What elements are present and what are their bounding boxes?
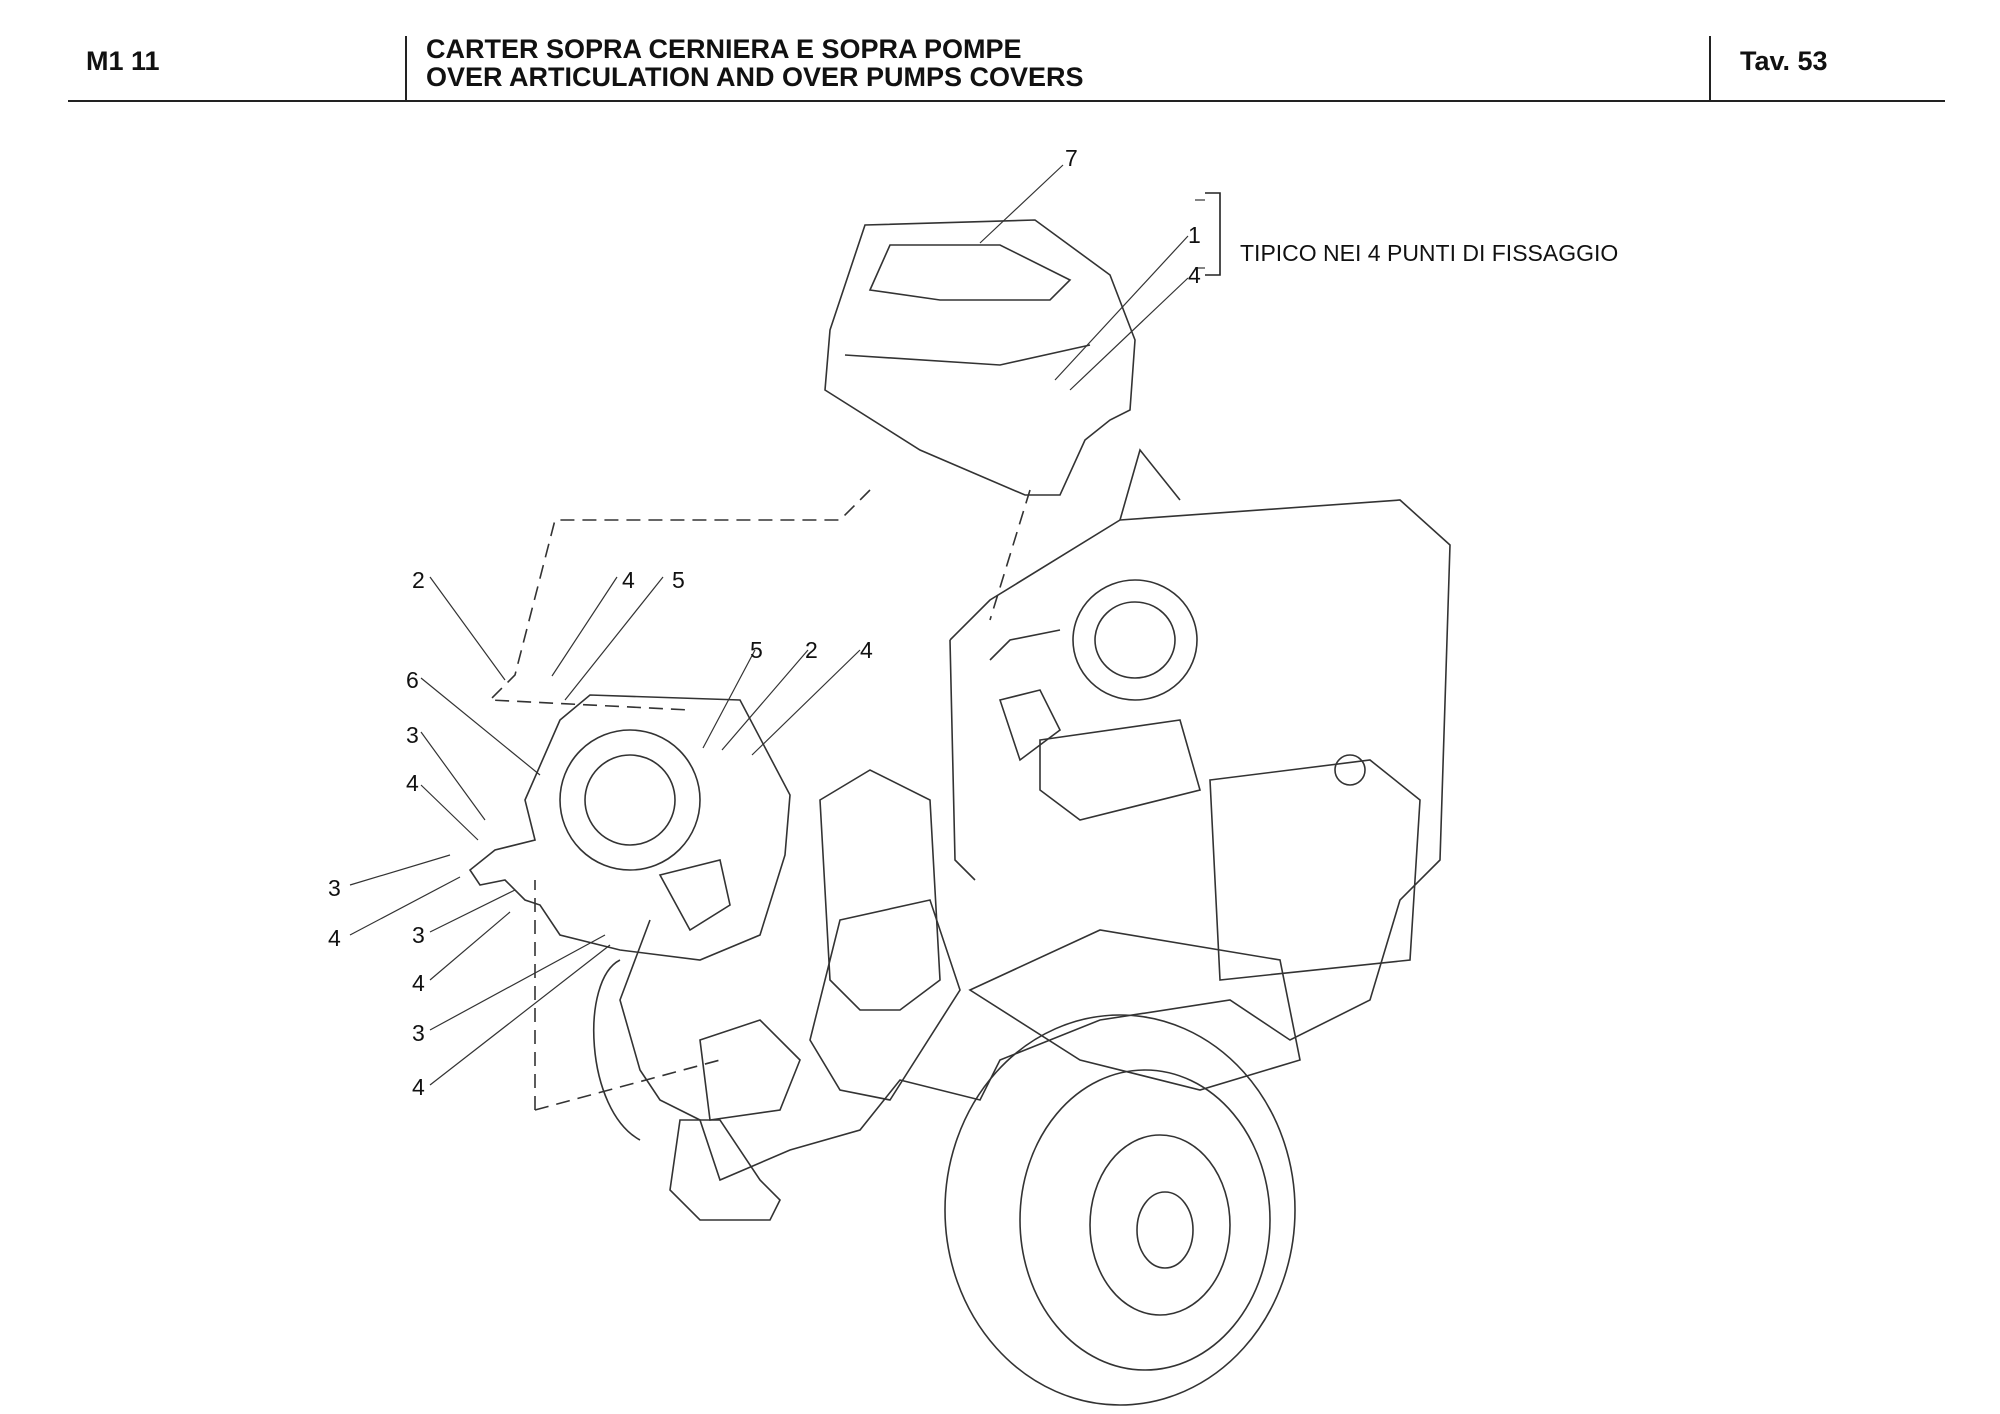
callout-4: 4 [406,770,419,796]
callout-6: 6 [406,667,419,693]
title-english: OVER ARTICULATION AND OVER PUMPS COVERS [426,62,1084,92]
callout-5: 5 [750,637,763,663]
callout-4: 4 [412,1074,425,1100]
callout-4: 4 [860,637,873,663]
callout-1: 1 [1188,222,1201,248]
front-cover-fan-ring [559,729,701,871]
callout-2: 2 [412,567,425,593]
callout-3: 3 [406,722,419,748]
rear-wheel [944,1014,1296,1406]
upper-cover-window [868,244,1072,301]
machine-body [619,499,1451,1182]
air-filter [1072,579,1198,701]
front-cover-part [468,694,791,961]
callout-2: 2 [805,637,818,663]
title-italian: CARTER SOPRA CERNIERA E SOPRA POMPE [426,34,1022,64]
plate-number: Tav. 53 [1740,46,1828,76]
callout-5: 5 [672,567,685,593]
leader-lines [349,164,1205,1086]
callout-3: 3 [328,875,341,901]
callout-7: 7 [1065,145,1078,171]
hydraulic-pumps [809,899,961,1101]
callout-4: 4 [328,925,341,951]
callout-3: 3 [412,1020,425,1046]
fuel-tank [1209,759,1421,981]
upper-cover-part [824,219,1136,496]
fixing-note: TIPICO NEI 4 PUNTI DI FISSAGGIO [1240,240,1619,266]
fender [968,929,1301,1091]
callout-4: 4 [622,567,635,593]
callout-3: 3 [412,922,425,948]
callout-4: 4 [412,970,425,996]
callout-4: 4 [1188,262,1201,288]
upper-cover-fold [844,344,1091,366]
sheet-code: M1 11 [86,46,160,76]
machine-outline [468,192,1451,1406]
